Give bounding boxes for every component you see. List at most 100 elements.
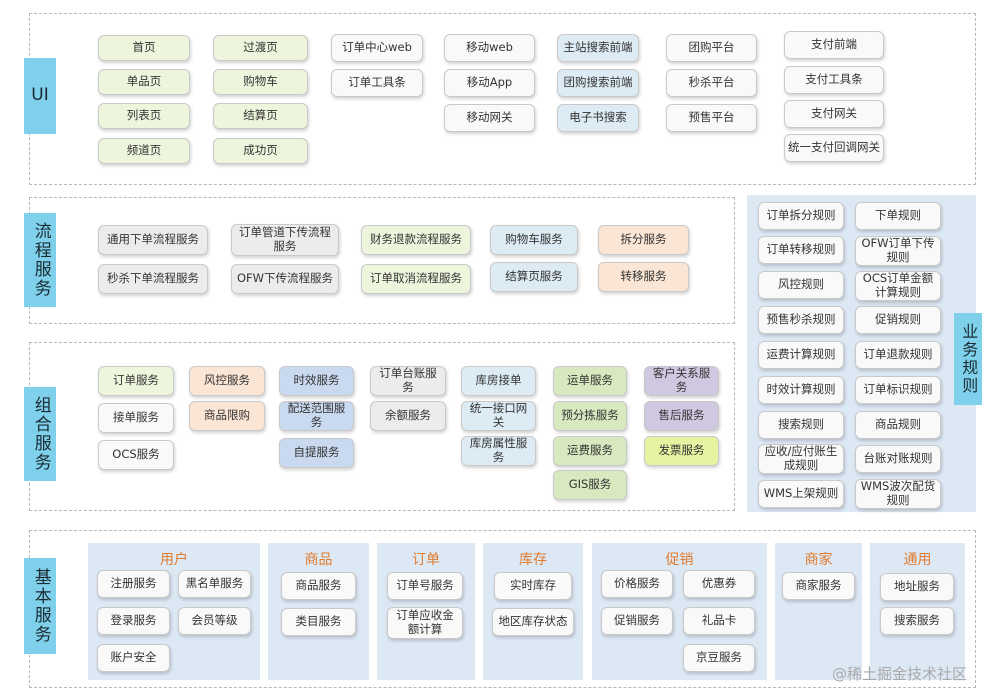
ui-unified-payment-callback-gateway: 统一支付回调网关 — [784, 134, 884, 162]
basic-price-service: 价格服务 — [601, 570, 673, 598]
rule-ledger-reconcile: 台账对账规则 — [855, 445, 941, 473]
ui-mobile-app: 移动App — [444, 69, 535, 97]
comp-crm-service: 客户关系服务 — [644, 366, 719, 396]
rule-ocs-amount: OCS订单金额计算规则 — [855, 271, 941, 301]
rule-order-placement: 下单规则 — [855, 202, 941, 230]
watermark: @稀土掘金技术社区 — [831, 665, 967, 683]
rule-presale-flash: 预售秒杀规则 — [758, 306, 844, 334]
flow-layer-label: 流程服务 — [24, 213, 56, 307]
comp-order-service: 订单服务 — [98, 366, 174, 396]
comp-warehouse-accept: 库房接单 — [461, 366, 536, 396]
rule-order-refund: 订单退款规则 — [855, 341, 941, 369]
flow-cart-service: 购物车服务 — [490, 225, 578, 255]
basic-jingdou-service: 京豆服务 — [683, 644, 755, 672]
comp-ocs-service: OCS服务 — [98, 440, 174, 470]
basic-merchant-title: 商家 — [804, 552, 833, 568]
comp-gis-service: GIS服务 — [553, 470, 627, 500]
flow-order-pipeline-push: 订单管道下传流程服务 — [231, 224, 339, 256]
rule-wms-shelving: WMS上架规则 — [758, 480, 844, 508]
ui-layer-label: UI — [24, 58, 56, 134]
basic-address-service: 地址服务 — [880, 573, 954, 601]
comp-order-ledger-service: 订单台账服务 — [370, 366, 446, 396]
comp-unified-interface-gateway: 统一接口网关 — [461, 401, 536, 431]
basic-user-title: 用户 — [160, 552, 188, 568]
basic-order-title: 订单 — [412, 552, 440, 568]
rule-ofw-order-push: OFW订单下传规则 — [855, 236, 941, 266]
rule-order-mark: 订单标识规则 — [855, 376, 941, 404]
ui-success-page: 成功页 — [213, 138, 308, 164]
flow-layer-region — [29, 197, 735, 324]
comp-timeliness-service: 时效服务 — [279, 366, 354, 396]
basic-realtime-stock: 实时库存 — [494, 572, 572, 600]
ui-transition-page: 过渡页 — [213, 35, 308, 61]
comp-presort-service: 预分拣服务 — [553, 401, 627, 431]
flow-general-order: 通用下单流程服务 — [98, 225, 208, 255]
rule-risk: 风控规则 — [758, 271, 844, 299]
rule-product: 商品规则 — [855, 411, 941, 439]
basic-blacklist-service: 黑名单服务 — [178, 570, 251, 598]
flow-checkout-service: 结算页服务 — [490, 262, 578, 292]
comp-balance-service: 余额服务 — [370, 401, 446, 431]
flow-finance-refund: 财务退款流程服务 — [361, 225, 471, 255]
ui-flash-sale-platform: 秒杀平台 — [666, 69, 757, 97]
ui-product-page: 单品页 — [98, 69, 190, 95]
comp-product-limit: 商品限购 — [189, 401, 265, 431]
ui-mobile-gateway: 移动网关 — [444, 104, 535, 132]
basic-product-title: 商品 — [304, 552, 333, 568]
basic-promotion-service: 促销服务 — [601, 607, 673, 635]
ui-order-toolbar: 订单工具条 — [331, 69, 423, 97]
rule-order-transfer: 订单转移规则 — [758, 236, 844, 264]
ui-channel-page: 频道页 — [98, 138, 190, 164]
ui-presale-platform: 预售平台 — [666, 104, 757, 132]
flow-split-service: 拆分服务 — [598, 225, 689, 255]
flow-ofw-push: OFW下传流程服务 — [231, 264, 339, 294]
ui-order-center-web: 订单中心web — [331, 34, 423, 62]
ui-mobile-web: 移动web — [444, 34, 535, 62]
comp-waybill-service: 运单服务 — [553, 366, 627, 396]
basic-gift-card: 礼品卡 — [683, 607, 755, 635]
basic-inventory-title: 库存 — [519, 552, 547, 568]
rule-receivable-payable: 应收/应付账生成规则 — [758, 444, 844, 474]
comp-warehouse-attr-service: 库房属性服务 — [461, 436, 536, 466]
flow-flash-order: 秒杀下单流程服务 — [98, 264, 208, 294]
rule-timeliness-calc: 时效计算规则 — [758, 376, 844, 404]
rules-layer-label: 业务规则 — [954, 313, 982, 405]
basic-common-title: 通用 — [903, 552, 932, 568]
ui-list-page: 列表页 — [98, 103, 190, 129]
basic-order-receivable-calc: 订单应收金额计算 — [387, 607, 463, 639]
rule-search: 搜索规则 — [758, 411, 844, 439]
composite-layer-label: 组合服务 — [24, 387, 56, 481]
comp-after-sales-service: 售后服务 — [644, 401, 719, 431]
ui-group-search-frontend: 团购搜索前端 — [557, 69, 639, 97]
comp-risk-service: 风控服务 — [189, 366, 265, 396]
basic-order-no-service: 订单号服务 — [387, 572, 463, 600]
ui-checkout-page: 结算页 — [213, 103, 308, 129]
basic-product-service: 商品服务 — [281, 572, 356, 600]
ui-main-search-frontend: 主站搜索前端 — [557, 34, 639, 62]
ui-group-buy-platform: 团购平台 — [666, 34, 757, 62]
basic-account-security: 账户安全 — [97, 644, 170, 672]
ui-cart: 购物车 — [213, 69, 308, 95]
flow-order-cancel: 订单取消流程服务 — [361, 264, 471, 294]
flow-transfer-service: 转移服务 — [598, 262, 689, 292]
ui-payment-toolbar: 支付工具条 — [784, 66, 884, 94]
ui-home: 首页 — [98, 35, 190, 61]
basic-member-level: 会员等级 — [178, 607, 251, 635]
basic-register-service: 注册服务 — [97, 570, 170, 598]
basic-login-service: 登录服务 — [97, 607, 170, 635]
rule-freight-calc: 运费计算规则 — [758, 341, 844, 369]
comp-invoice-service: 发票服务 — [644, 436, 719, 466]
basic-regional-stock-status: 地区库存状态 — [492, 608, 574, 636]
basic-category-service: 类目服务 — [281, 608, 356, 636]
basic-merchant-panel: 商家 — [775, 543, 862, 680]
comp-self-pickup-service: 自提服务 — [279, 438, 354, 468]
comp-accept-order-service: 接单服务 — [98, 403, 174, 433]
rule-promotion: 促销规则 — [855, 306, 941, 334]
comp-delivery-range-service: 配送范围服务 — [279, 401, 354, 431]
comp-freight-service: 运费服务 — [553, 436, 627, 466]
ui-payment-frontend: 支付前端 — [784, 31, 884, 59]
basic-promotion-title: 促销 — [665, 552, 694, 568]
basic-merchant-service: 商家服务 — [782, 572, 855, 600]
basic-search-service: 搜索服务 — [880, 607, 954, 635]
basic-coupon: 优惠券 — [683, 570, 755, 598]
